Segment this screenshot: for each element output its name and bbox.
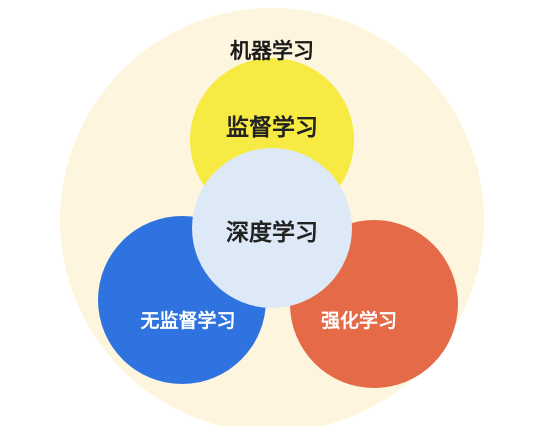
unsupervised-learning-label: 无监督学习 <box>140 309 235 332</box>
supervised-learning-label: 监督学习 <box>226 114 318 141</box>
reinforcement-learning-label: 强化学习 <box>321 309 397 332</box>
deep-learning-label: 深度学习 <box>226 219 318 246</box>
deep-learning-circle <box>192 148 352 308</box>
machine-learning-label: 机器学习 <box>230 39 314 63</box>
